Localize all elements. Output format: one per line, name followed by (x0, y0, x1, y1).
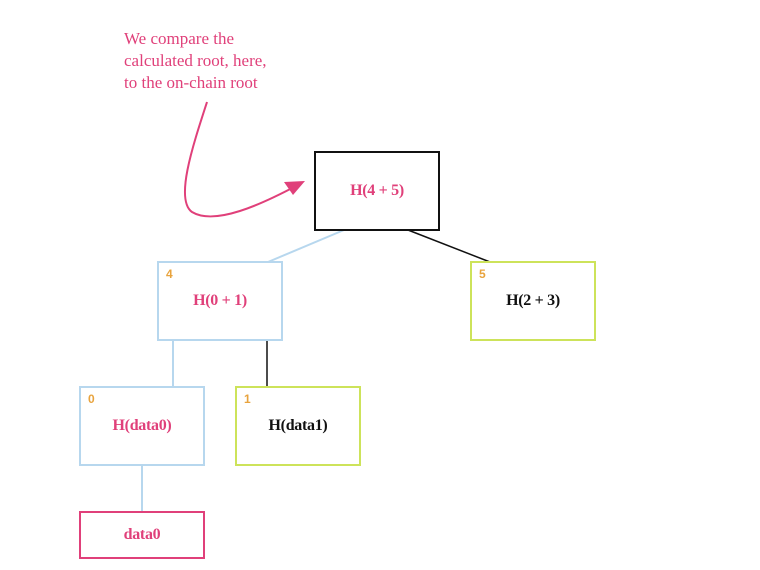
annotation-line-2: calculated root, here, (124, 51, 267, 70)
annotation-note: We compare the calculated root, here, to… (124, 28, 324, 94)
node-1-label: H(data1) (268, 417, 328, 434)
node-4-label: H(0 + 1) (193, 292, 247, 309)
root-node: H(4 + 5) (314, 151, 440, 231)
leaf-data0-label: data0 (123, 526, 161, 543)
node-1: 1 H(data1) (235, 386, 361, 466)
annotation-arrow (184, 101, 297, 218)
leaf-data0: data0 (79, 511, 205, 559)
node-0: 0 H(data0) (79, 386, 205, 466)
root-node-label: H(4 + 5) (350, 182, 404, 199)
arrow-head-icon (284, 181, 305, 195)
node-5: 5 H(2 + 3) (470, 261, 596, 341)
node-0-index: 0 (88, 392, 95, 406)
annotation-line-1: We compare the (124, 29, 235, 48)
node-4-index: 4 (166, 267, 173, 281)
node-1-index: 1 (244, 392, 251, 406)
node-5-label: H(2 + 3) (506, 292, 560, 309)
annotation-line-3: to the on-chain root (124, 73, 258, 92)
node-5-index: 5 (479, 267, 486, 281)
edge-root-to-node5 (407, 229, 491, 263)
node-4: 4 H(0 + 1) (157, 261, 283, 341)
edge-root-to-node4 (267, 229, 345, 263)
node-0-label: H(data0) (112, 417, 172, 434)
